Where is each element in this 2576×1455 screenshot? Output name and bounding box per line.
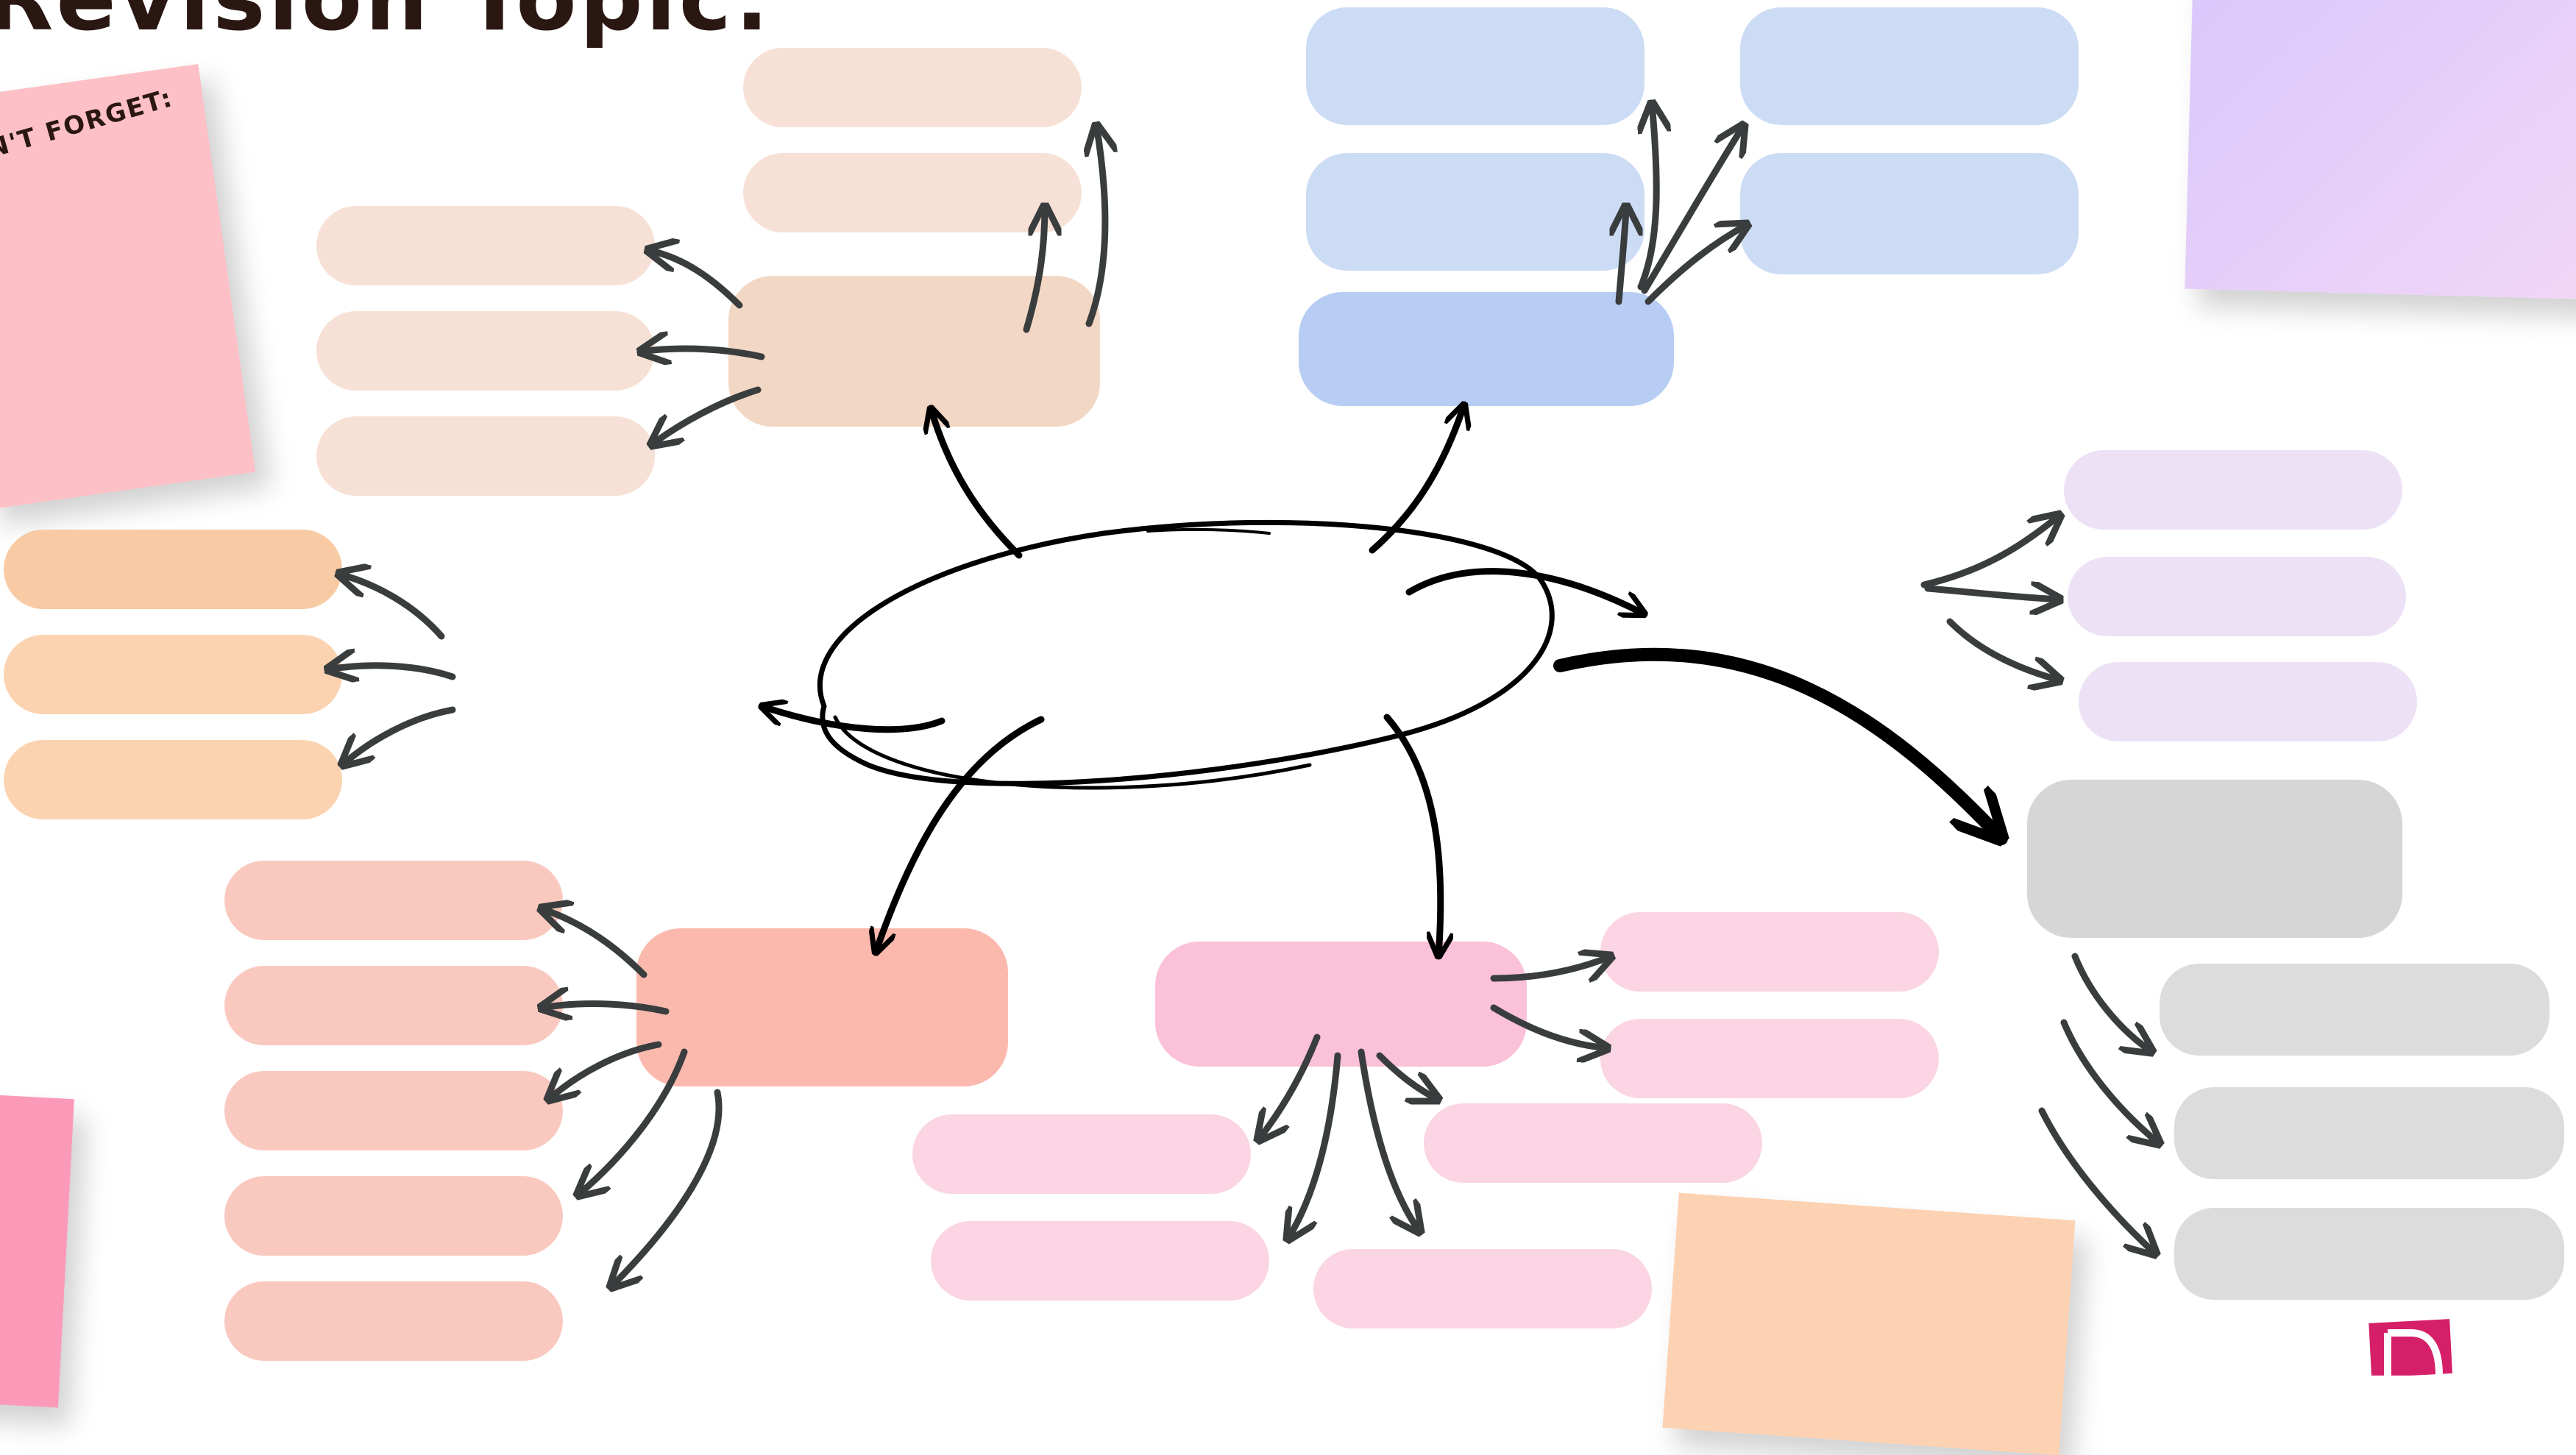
page-title: Revision Topic: xyxy=(0,0,773,51)
pink-item-4[interactable] xyxy=(912,1114,1251,1194)
gray-item-1[interactable] xyxy=(2160,964,2550,1056)
pink-item-2[interactable] xyxy=(1600,1019,1939,1098)
peach-item-1[interactable] xyxy=(743,48,1082,127)
orange-item-3[interactable] xyxy=(4,740,342,819)
pink-item-6[interactable] xyxy=(1313,1249,1652,1328)
blue-item-2[interactable] xyxy=(1306,153,1644,271)
coral-item-2[interactable] xyxy=(224,966,563,1045)
peach-hub-box[interactable] xyxy=(728,276,1100,427)
main-arrows xyxy=(762,405,2001,956)
pink-item-3[interactable] xyxy=(1424,1103,1762,1183)
blue-item-4[interactable] xyxy=(1740,153,2079,274)
blue-item-1[interactable] xyxy=(1306,7,1644,125)
lavender-item-3[interactable] xyxy=(2079,662,2417,741)
orange-item-1[interactable] xyxy=(4,530,342,609)
peach-item-5[interactable] xyxy=(316,416,655,496)
gray-item-3[interactable] xyxy=(2174,1208,2564,1300)
blue-hub-box[interactable] xyxy=(1299,292,1674,406)
secondary-arrows xyxy=(327,103,2160,1287)
gray-hub-box[interactable] xyxy=(2027,780,2402,938)
peach-item-3[interactable] xyxy=(316,206,655,285)
pink-item-1[interactable] xyxy=(1600,912,1939,992)
central-topic-oval xyxy=(817,519,1555,790)
orange-item-2[interactable] xyxy=(4,635,342,714)
lavender-item-1[interactable] xyxy=(2064,450,2402,530)
lavender-item-2[interactable] xyxy=(2068,557,2406,636)
arrow-layer xyxy=(0,0,2576,1367)
coral-item-5[interactable] xyxy=(224,1281,563,1361)
coral-item-4[interactable] xyxy=(224,1176,563,1256)
peach-item-4[interactable] xyxy=(316,311,655,391)
brand-logo xyxy=(2369,1319,2453,1376)
gray-item-2[interactable] xyxy=(2174,1087,2564,1179)
pink-hub-box[interactable] xyxy=(1155,942,1527,1067)
peach-item-2[interactable] xyxy=(743,153,1082,232)
coral-item-3[interactable] xyxy=(224,1071,563,1150)
coral-item-1[interactable] xyxy=(224,861,563,940)
blue-item-3[interactable] xyxy=(1740,7,2079,125)
coral-hub-box[interactable] xyxy=(636,928,1008,1086)
pink-item-5[interactable] xyxy=(931,1221,1269,1301)
